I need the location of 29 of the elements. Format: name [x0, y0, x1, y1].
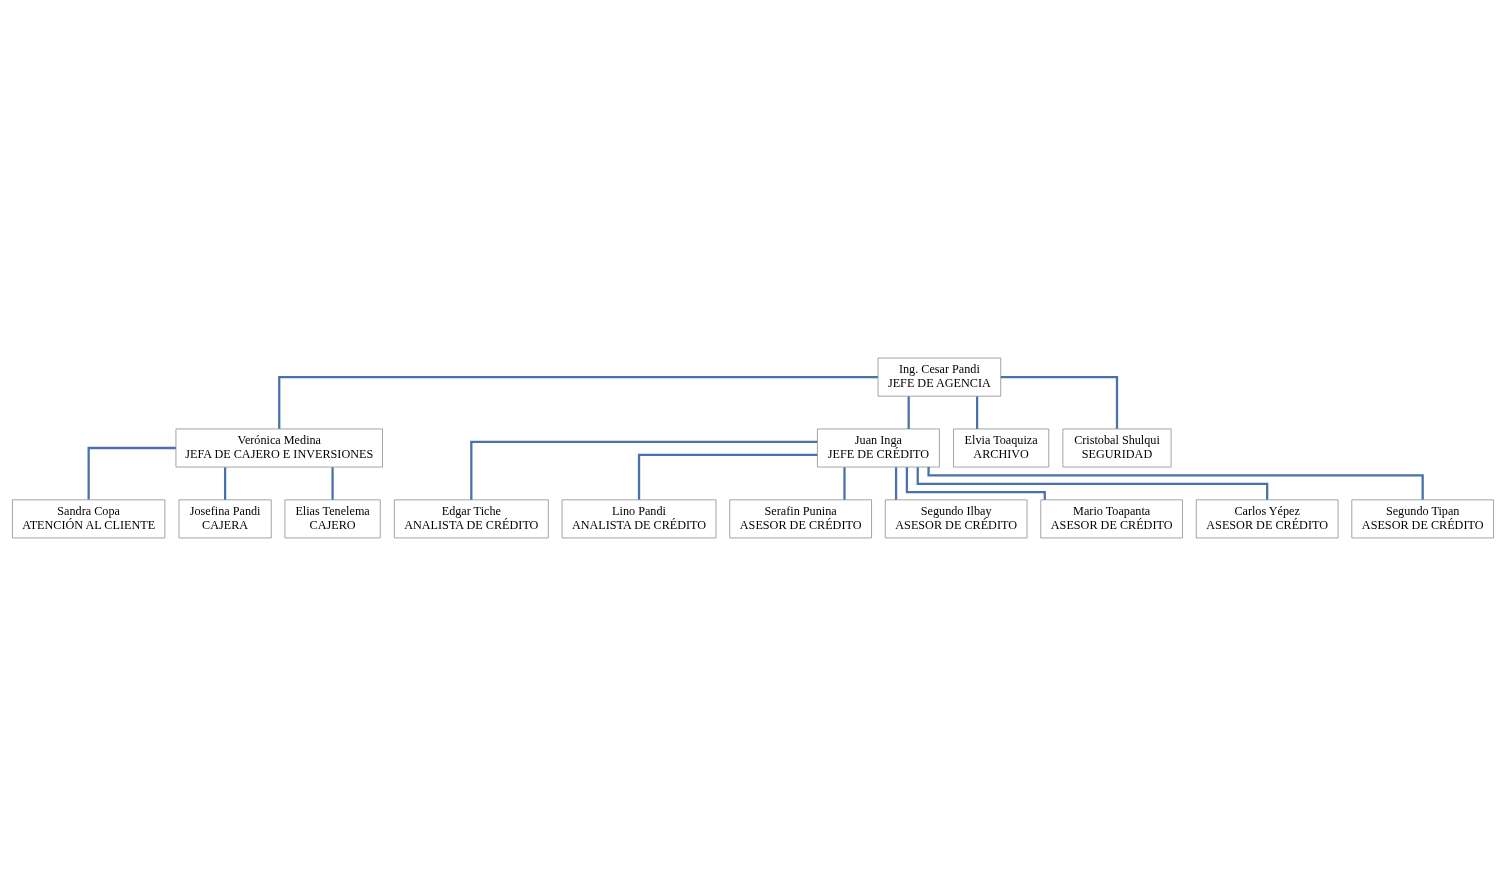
node-box: Elias Tenelema CAJERO — [284, 498, 381, 538]
node-box: Ing. Cesar Pandi JEFE DE AGENCIA — [877, 357, 1002, 397]
node-box: Sandra Copa ATENCIÓN AL CLIENTE — [12, 498, 166, 538]
node-box: Elvia Toaquiza ARCHIVO — [953, 428, 1050, 467]
connector — [975, 396, 979, 429]
node-box: Edgar Tiche ANALISTA DE CRÉDITO — [393, 498, 549, 538]
connector — [905, 466, 1046, 500]
node-box: Cristobal Shulqui SEGURIDAD — [1062, 428, 1172, 467]
node-box: Juan Inga JEFE DE CRÉDITO — [817, 428, 940, 467]
node-box: Josefina Pandi CAJERA — [178, 498, 272, 538]
connector — [637, 453, 818, 500]
connector — [907, 396, 910, 429]
connector — [470, 440, 818, 500]
node-box: Mario Toapanta ASESOR DE CRÉDITO — [1040, 498, 1183, 538]
connector — [927, 466, 1424, 500]
connector — [843, 466, 846, 500]
node-box: Verónica Medina JEFA DE CAJERO E INVERSIONES — [175, 428, 383, 467]
connector — [894, 466, 898, 500]
connector — [278, 375, 878, 429]
connector — [1000, 375, 1119, 429]
node-box: Lino Pandi ANALISTA DE CRÉDITO — [561, 498, 717, 538]
node-box: Serafin Punina ASESOR DE CRÉDITO — [729, 498, 872, 538]
connector — [223, 466, 227, 500]
node-box: Segundo Tipan ASESOR DE CRÉDITO — [1351, 498, 1494, 538]
node-box: Segundo Ilbay ASESOR DE CRÉDITO — [884, 498, 1028, 538]
node-box: Carlos Yépez ASESOR DE CRÉDITO — [1195, 498, 1339, 538]
connector — [87, 446, 176, 499]
connector — [331, 466, 334, 500]
connector — [916, 466, 1269, 500]
